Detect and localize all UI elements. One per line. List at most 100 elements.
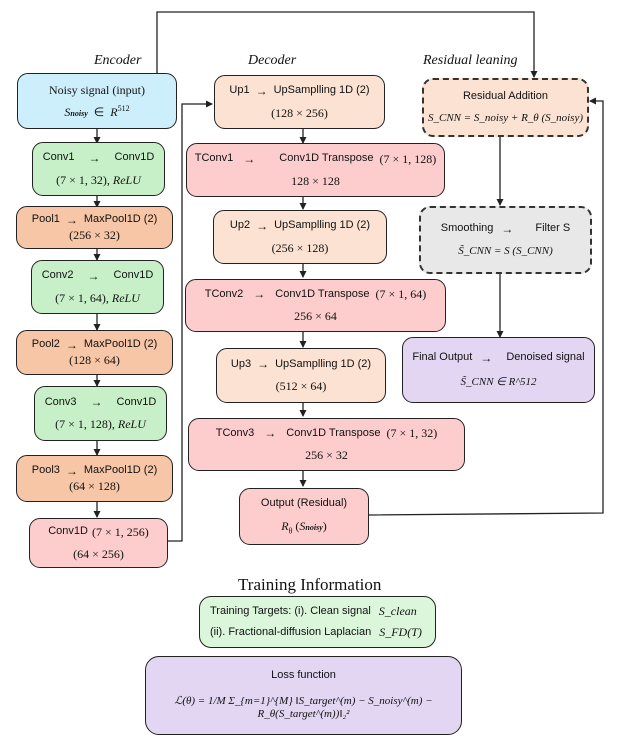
smoothing-box: Smoothing → Filter S S̃_CNN = S (S_CNN) bbox=[419, 206, 592, 274]
arrow-icon: → bbox=[88, 150, 101, 165]
residual-addition-formula: S_CNN = S_noisy + R_θ (S_noisy) bbox=[428, 111, 583, 124]
tconv1-box: TConv1 → Conv1D Transpose (7 × 1, 128) 1… bbox=[186, 143, 445, 197]
tconv2-shape: 256 × 64 bbox=[294, 309, 337, 323]
training-heading: Training Information bbox=[238, 575, 382, 594]
up3-name: Up3 bbox=[230, 357, 252, 370]
tconv2-box: TConv2 → Conv1D Transpose (7 × 1, 64) 25… bbox=[185, 279, 446, 332]
arrow-icon: → bbox=[480, 350, 493, 365]
bottleneck-conv-box: Conv1D (7 × 1, 256) (64 × 256) bbox=[29, 518, 168, 568]
arrow-icon: → bbox=[264, 426, 277, 440]
tconv2-name: TConv2 bbox=[204, 287, 244, 300]
output-title: Output (Residual) bbox=[260, 496, 348, 509]
decoder-title: Decoder bbox=[248, 53, 297, 68]
arrow-icon: → bbox=[65, 337, 78, 352]
arrow-icon: → bbox=[501, 221, 514, 236]
math-arg-sub: noisy bbox=[305, 522, 323, 532]
conv3-box: Conv3 → Conv1D (7 × 1, 128), ReLU bbox=[34, 386, 167, 441]
up3-op: UpSamplling 1D (2) bbox=[275, 357, 372, 370]
up1-op: UpSamplling 1D (2) bbox=[273, 84, 370, 97]
conv3-activation: ReLU bbox=[117, 417, 146, 431]
up2-box: Up2 → UpSamplling 1D (2) (256 × 128) bbox=[213, 210, 387, 264]
conv3-name: Conv3 bbox=[44, 395, 77, 408]
arrow-icon: → bbox=[257, 357, 270, 371]
targets-line2-math: S_FD(T) bbox=[379, 625, 422, 639]
conv3-params: (7 × 1, 128), bbox=[55, 417, 118, 431]
final-output-box: Final Output → Denoised signal S̃_CNN ∈ … bbox=[402, 337, 595, 403]
loss-title: Loss function bbox=[271, 668, 336, 681]
pool1-op: MaxPool1D (2) bbox=[83, 213, 158, 226]
pool2-op: MaxPool1D (2) bbox=[83, 338, 158, 351]
final-output-formula: S̃_CNN ∈ R^512 bbox=[460, 375, 537, 388]
pool2-shape: (128 × 64) bbox=[69, 352, 120, 367]
final-output-op: Denoised signal bbox=[506, 351, 585, 364]
tconv3-box: TConv3 → Conv1D Transpose (7 × 1, 32) 25… bbox=[188, 418, 465, 471]
conv2-name: Conv2 bbox=[41, 269, 74, 282]
up2-name: Up2 bbox=[229, 219, 251, 232]
up1-name: Up1 bbox=[229, 84, 250, 97]
tconv2-params: (7 × 1, 64) bbox=[375, 287, 427, 301]
tconv1-op: Conv1D Transpose bbox=[279, 152, 374, 165]
arrow-icon: → bbox=[65, 212, 78, 227]
arrow-icon: → bbox=[87, 268, 100, 283]
residual-addition-box: Residual Addition S_CNN = S_noisy + R_θ … bbox=[422, 78, 589, 137]
pool3-shape: (64 × 128) bbox=[69, 478, 120, 493]
up3-shape: (512 × 64) bbox=[275, 379, 327, 393]
conv2-activation: ReLU bbox=[111, 290, 140, 305]
conv1-box: Conv1 → Conv1D (7 × 1, 32), ReLU bbox=[32, 142, 165, 196]
conv1-op: Conv1D bbox=[114, 151, 155, 164]
loss-formula: ℒ(θ) = 1/M Σ_{m=1}^{M} ‖S_target^(m) − S… bbox=[174, 694, 433, 721]
pool1-name: Pool1 bbox=[31, 213, 60, 226]
pool3-op: MaxPool1D (2) bbox=[83, 464, 158, 477]
pool3-box: Pool3 → MaxPool1D (2) (64 × 128) bbox=[16, 455, 173, 502]
up2-shape: (256 × 128) bbox=[271, 240, 329, 255]
training-targets-box: Training Targets: (i). Clean signal S_cl… bbox=[199, 596, 436, 648]
smoothing-name: Smoothing bbox=[440, 222, 494, 235]
input-formula: Snoisy ∈ R512 bbox=[64, 104, 129, 120]
pool3-name: Pool3 bbox=[31, 464, 60, 477]
tconv3-params: (7 × 1, 32) bbox=[386, 426, 438, 440]
smoothing-op: Filter S bbox=[535, 222, 571, 235]
conv1-name: Conv1 bbox=[42, 151, 75, 164]
tconv1-shape: 128 × 128 bbox=[291, 173, 340, 188]
tconv3-shape: 256 × 32 bbox=[305, 448, 348, 462]
conv1-activation: ReLU bbox=[112, 172, 141, 187]
arrow-icon: → bbox=[243, 151, 256, 166]
arrow-icon: → bbox=[65, 463, 78, 478]
residual-output-box: Output (Residual) Rθ (Snoisy) bbox=[239, 488, 369, 545]
up1-box: Up1 → UpSamplling 1D (2) (128 × 256) bbox=[214, 75, 385, 129]
pool1-shape: (256 × 32) bbox=[69, 227, 120, 242]
math-r: R bbox=[281, 518, 289, 533]
math-theta: θ bbox=[288, 526, 293, 536]
bottleneck-shape: (64 × 256) bbox=[73, 546, 124, 561]
conv1-params: (7 × 1, 32), bbox=[56, 172, 113, 187]
smoothing-formula: S̃_CNN = S (S_CNN) bbox=[458, 244, 553, 257]
targets-line1: Training Targets: (i). Clean signal bbox=[210, 604, 371, 617]
arrow-icon: → bbox=[253, 287, 266, 301]
conv2-box: Conv2 → Conv1D (7 × 1, 64), ReLU bbox=[31, 260, 164, 314]
noisy-input-box: Noisy signal (input) Snoisy ∈ R512 bbox=[17, 73, 177, 129]
targets-line2: (ii). Fractional-diffusion Laplacian bbox=[210, 625, 372, 638]
math-rel: ∈ bbox=[93, 104, 105, 119]
tconv3-name: TConv3 bbox=[215, 426, 255, 439]
loss-function-box: Loss function ℒ(θ) = 1/M Σ_{m=1}^{M} ‖S_… bbox=[145, 656, 462, 735]
pool2-name: Pool2 bbox=[31, 338, 60, 351]
arrow-icon: → bbox=[255, 83, 268, 98]
conv2-params: (7 × 1, 64), bbox=[55, 290, 112, 305]
input-title: Noisy signal (input) bbox=[49, 82, 145, 97]
tconv1-params: (7 × 1, 128) bbox=[379, 151, 437, 166]
tconv2-op: Conv1D Transpose bbox=[275, 287, 370, 300]
math-sup: 512 bbox=[117, 103, 130, 113]
arrow-icon: → bbox=[256, 218, 269, 233]
final-output-name: Final Output bbox=[412, 351, 473, 364]
up3-box: Up3 → UpSamplling 1D (2) (512 × 64) bbox=[216, 348, 386, 403]
conv3-op: Conv1D bbox=[116, 395, 157, 408]
math-set: R bbox=[110, 104, 118, 119]
up2-op: UpSamplling 1D (2) bbox=[274, 219, 371, 232]
encoder-title: Encoder bbox=[94, 53, 142, 68]
up1-shape: (128 × 256) bbox=[271, 105, 328, 120]
pool2-box: Pool2 → MaxPool1D (2) (128 × 64) bbox=[16, 330, 173, 375]
arrow-icon: → bbox=[90, 395, 103, 409]
output-formula: Rθ (Snoisy) bbox=[281, 518, 327, 536]
residual-addition-title: Residual Addition bbox=[462, 89, 548, 102]
